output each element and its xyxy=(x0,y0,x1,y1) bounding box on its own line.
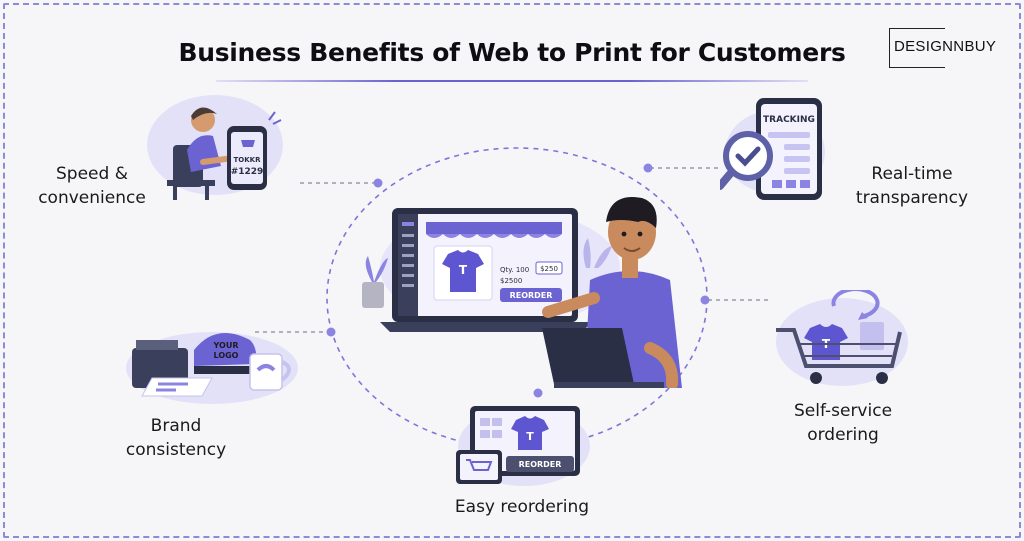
brand-illustration: YOUR LOGO xyxy=(126,332,298,404)
title-underline xyxy=(216,80,808,82)
reorder-button-text: REORDER xyxy=(519,460,562,469)
laptop-shirt-letter: T xyxy=(459,263,468,277)
laptop-qty-text: Qty. 100 xyxy=(500,266,529,274)
benefit-brand-label: Brand consistency xyxy=(125,416,227,460)
page-title: Business Benefits of Web to Print for Cu… xyxy=(178,38,846,67)
node-dot xyxy=(700,295,710,305)
cap-logo-text-2: LOGO xyxy=(214,351,239,360)
benefit-self-label: Self-service ordering xyxy=(793,401,893,445)
laptop-reorder-text: REORDER xyxy=(510,291,553,300)
benefit-transparency-label: Real-time transparency xyxy=(855,164,969,208)
self-service-illustration: T xyxy=(776,290,908,386)
node-dot xyxy=(643,163,653,173)
phone-order-text: TOKKR xyxy=(234,156,262,164)
reorder-illustration: T REORDER xyxy=(456,406,590,486)
dashed-frame xyxy=(3,3,1021,538)
phone-order-number: #1229 xyxy=(231,167,264,177)
laptop-price-small: $250 xyxy=(540,265,558,273)
tracking-illustration: TRACKING xyxy=(720,98,825,200)
central-illustration: T Qty. 100 $250 $2500 REORDER xyxy=(362,197,682,388)
brand-logo-text: DESIGNNBUY xyxy=(894,38,997,55)
laptop-price-total: $2500 xyxy=(500,277,522,285)
brand-logo: DESIGNNBUY xyxy=(889,28,996,68)
node-dot xyxy=(533,388,543,398)
node-dot xyxy=(326,327,336,337)
cap-logo-text-1: YOUR xyxy=(213,341,239,350)
tracking-text: TRACKING xyxy=(763,115,815,125)
node-dot xyxy=(373,178,383,188)
reorder-shirt-letter: T xyxy=(526,430,534,443)
benefit-reorder-label: Easy reordering xyxy=(454,497,590,517)
benefit-speed-label: Speed & convenience xyxy=(38,164,146,208)
speed-illustration: TOKKR #1229 xyxy=(147,95,283,200)
